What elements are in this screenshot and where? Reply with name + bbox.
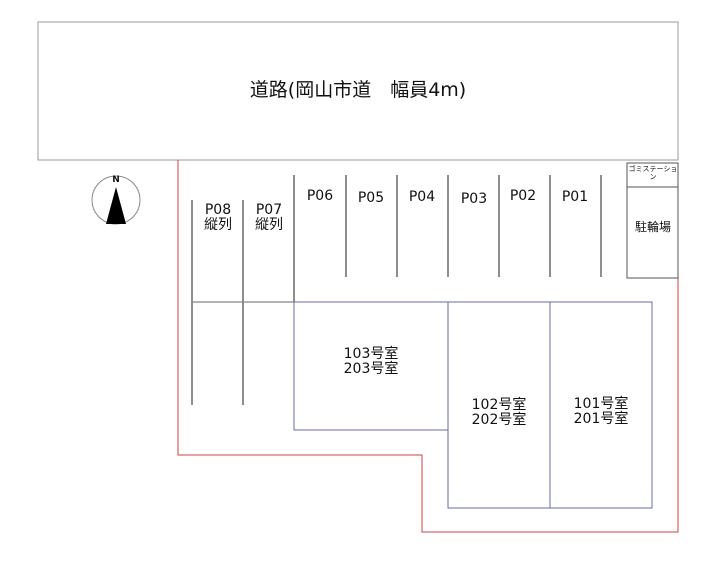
parking-id: P08	[204, 202, 232, 218]
road-area	[37, 21, 679, 161]
compass-north-label: N	[112, 175, 120, 185]
parking-id: P07	[255, 202, 283, 218]
parking-p03: P03	[460, 191, 488, 207]
parking-p06: P06	[306, 188, 334, 204]
building-outline	[293, 301, 653, 509]
bicycle-parking-label: 駐輪場	[634, 220, 671, 234]
room-label: 202号室	[471, 412, 527, 429]
room-label: 103号室	[343, 346, 399, 362]
parking-dividers	[191, 175, 602, 405]
parking-p05: P05	[357, 190, 385, 206]
room-label: 101号室	[573, 396, 629, 412]
room-label: 201号室	[573, 411, 629, 428]
road-label: 道路(岡山市道 幅員4m)	[249, 79, 467, 101]
parking-note: 縦列	[255, 217, 283, 234]
room-label: 203号室	[343, 361, 399, 378]
room-label: 102号室	[471, 397, 527, 413]
compass-icon	[91, 175, 141, 225]
garbage-station-label: ゴミステーション	[628, 165, 678, 181]
parking-note: 縦列	[204, 217, 232, 234]
parking-p04: P04	[408, 189, 436, 205]
garbage-bike-box	[626, 162, 679, 279]
parking-p01: P01	[561, 189, 589, 205]
property-line	[177, 160, 679, 533]
parking-p02: P02	[509, 188, 537, 204]
